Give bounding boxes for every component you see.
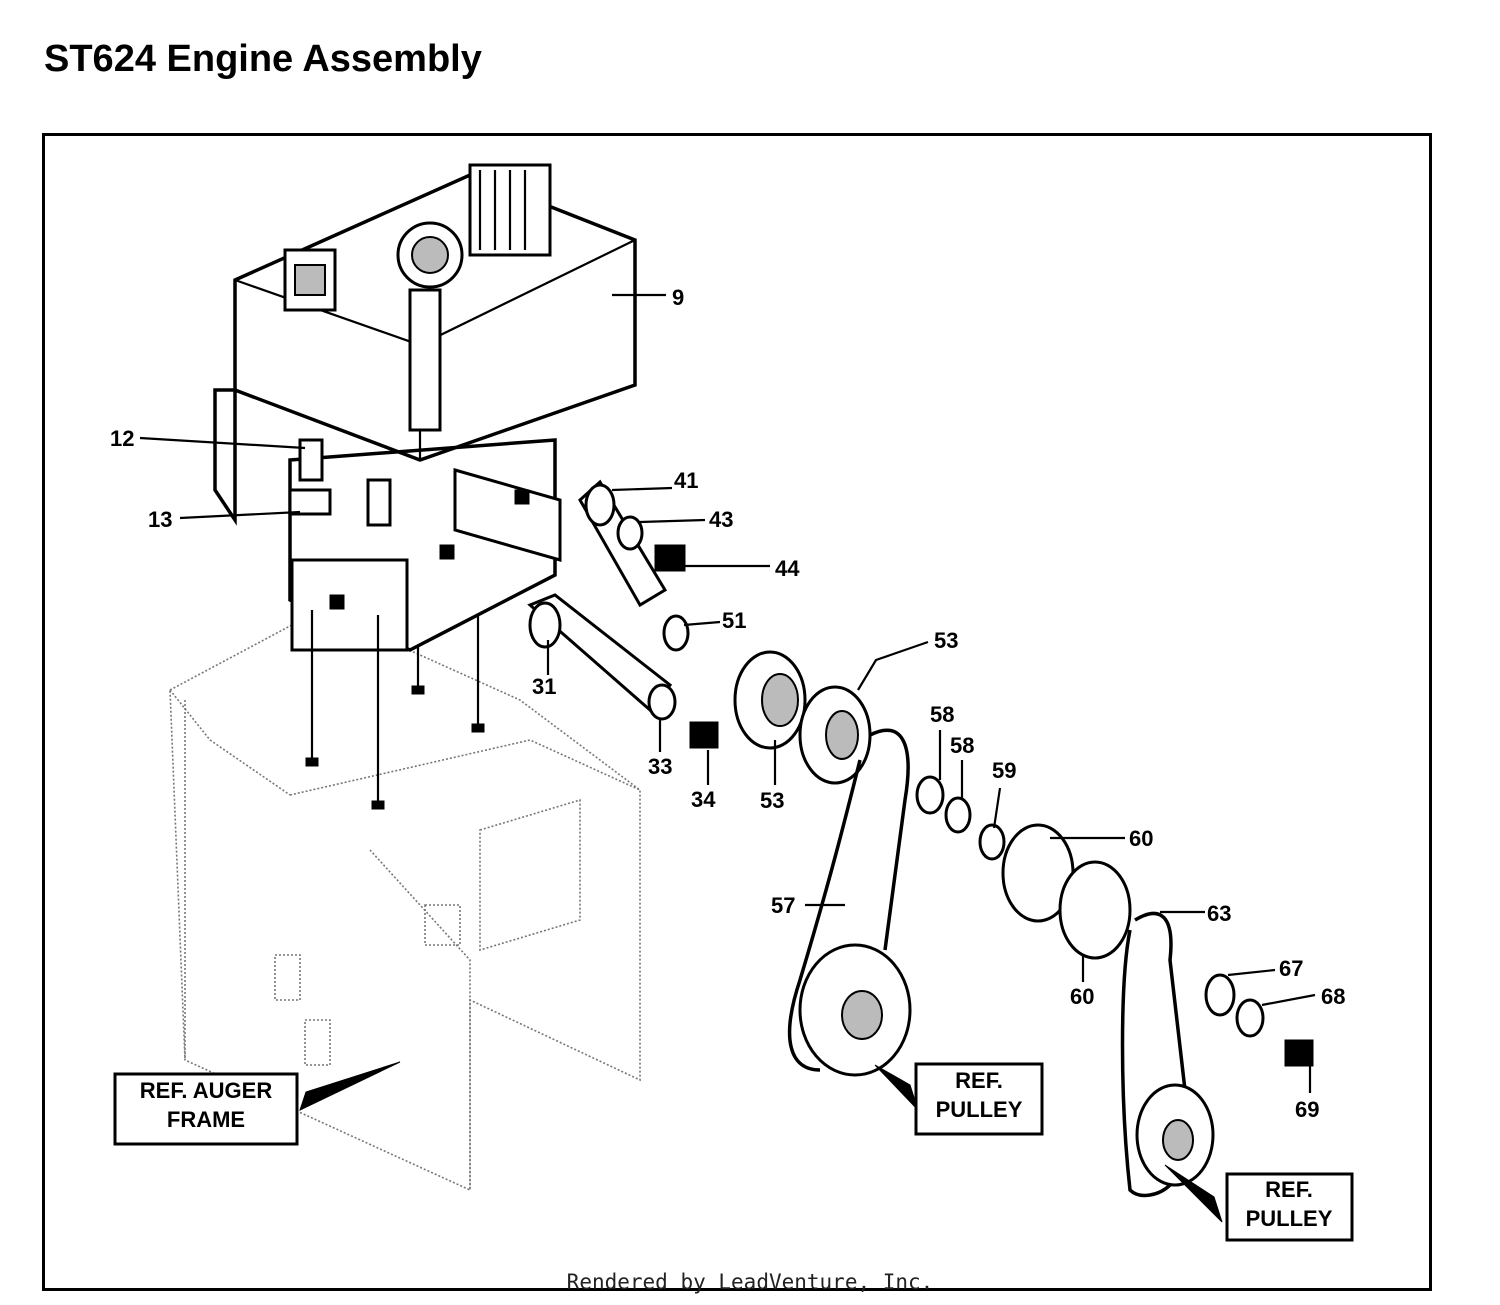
callout-33: 33 (648, 754, 672, 779)
ref-box-pulley-2: REF. PULLEY (1225, 1172, 1354, 1242)
ref-box-pulley-1: REF. PULLEY (914, 1062, 1044, 1136)
callout-9: 9 (672, 285, 684, 310)
reference-arrows (299, 1061, 1223, 1223)
engine-drawing (213, 163, 637, 652)
ref-box-auger-frame: REF. AUGER FRAME (113, 1072, 299, 1146)
ref-auger-frame-line1: REF. AUGER (140, 1078, 273, 1103)
callout-68: 68 (1321, 984, 1345, 1009)
callout-59: 59 (992, 758, 1016, 783)
callout-43: 43 (709, 507, 733, 532)
ref-pulley-1-line2: PULLEY (936, 1097, 1023, 1122)
callout-34: 34 (691, 787, 716, 812)
callout-labels: 9 12 13 41 43 44 51 53 31 58 58 59 33 34… (110, 285, 1345, 1122)
callout-69: 69 (1295, 1097, 1319, 1122)
leader-lines (139, 293, 1316, 1093)
callout-41: 41 (674, 468, 698, 493)
ref-pulley-1-line1: REF. (955, 1068, 1003, 1093)
ref-pulley-2-line1: REF. (1265, 1177, 1313, 1202)
callout-53-upper: 53 (934, 628, 958, 653)
callout-58-second: 58 (950, 733, 974, 758)
callout-44: 44 (775, 556, 800, 581)
callout-53-lower: 53 (760, 788, 784, 813)
footer-credit: Rendered by LeadVenture, Inc. (566, 1270, 934, 1294)
callout-67: 67 (1279, 956, 1303, 981)
callout-60-lower: 60 (1070, 984, 1094, 1009)
callout-63: 63 (1207, 901, 1231, 926)
callout-31: 31 (532, 674, 556, 699)
diagram-frame (42, 133, 1432, 1291)
callout-13: 13 (148, 507, 172, 532)
callout-60-upper: 60 (1129, 826, 1153, 851)
bracket-hardware-drawing (527, 479, 719, 749)
callout-51: 51 (722, 608, 746, 633)
page-title: ST624 Engine Assembly (44, 38, 482, 80)
ref-auger-frame-line2: FRAME (167, 1107, 245, 1132)
bolt-alignment-lines (305, 610, 485, 810)
callout-57: 57 (771, 893, 795, 918)
callout-12: 12 (110, 426, 134, 451)
callout-58-first: 58 (930, 702, 954, 727)
ref-pulley-2-line2: PULLEY (1246, 1206, 1333, 1231)
pulley-belt-drawing (733, 650, 1314, 1198)
